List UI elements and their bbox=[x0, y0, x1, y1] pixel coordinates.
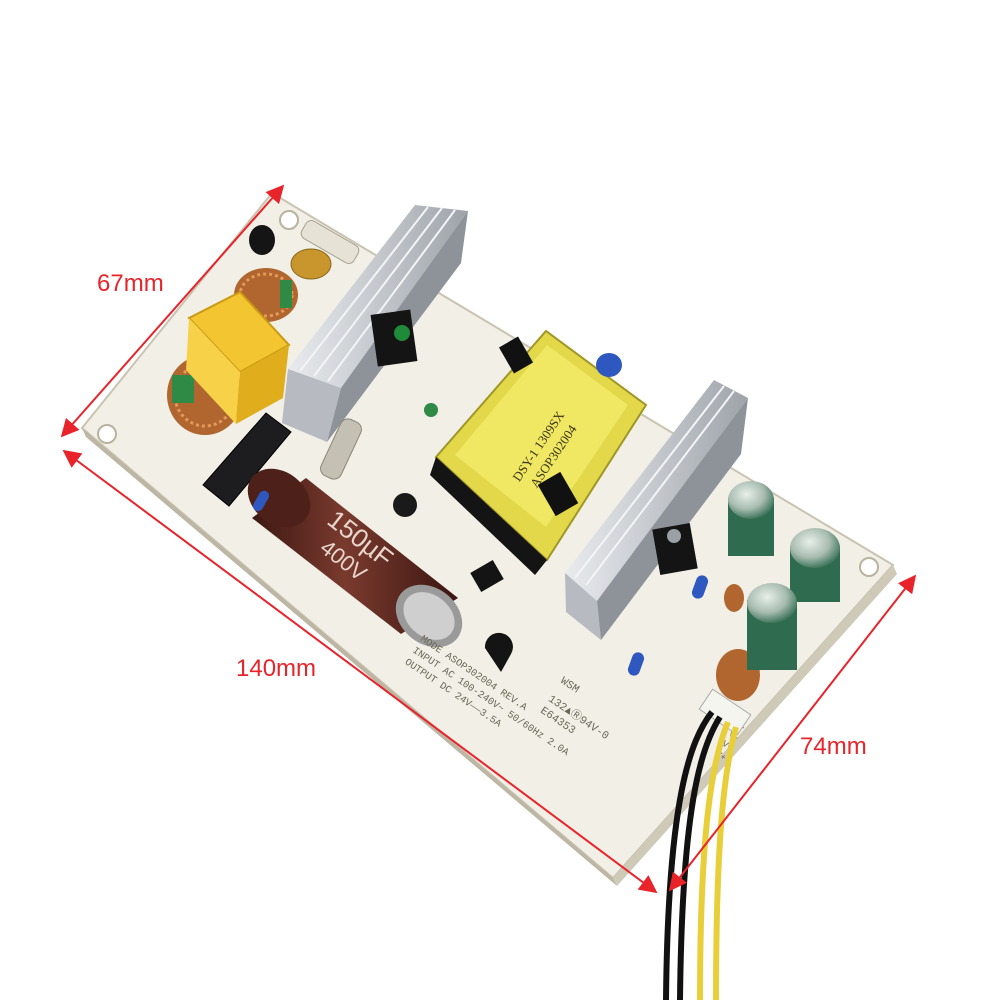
varistor bbox=[290, 248, 332, 280]
length-dimension-label: 140mm bbox=[236, 655, 317, 682]
electrolytic-small bbox=[393, 493, 417, 517]
output-cap-1 bbox=[728, 481, 774, 556]
output-cap-2 bbox=[790, 528, 840, 602]
width-dimension-label: 67mm bbox=[97, 270, 164, 297]
dimension-arrow-length bbox=[62, 449, 658, 894]
mounting-hole bbox=[859, 557, 879, 577]
black-cap-small bbox=[249, 225, 275, 255]
mounting-hole bbox=[97, 424, 117, 444]
rectifier-diode bbox=[652, 523, 698, 575]
height-dimension-label: 74mm bbox=[800, 733, 867, 760]
dimension-arrow-width bbox=[60, 184, 285, 438]
mounting-hole bbox=[279, 210, 299, 230]
mosfet-left bbox=[370, 309, 418, 367]
green-diode bbox=[424, 403, 438, 417]
fuse bbox=[300, 220, 360, 264]
output-cap-3 bbox=[747, 583, 797, 670]
output-inductor-small bbox=[724, 584, 744, 612]
dimension-arrow-height bbox=[668, 574, 917, 892]
blue-capacitor bbox=[596, 353, 622, 377]
